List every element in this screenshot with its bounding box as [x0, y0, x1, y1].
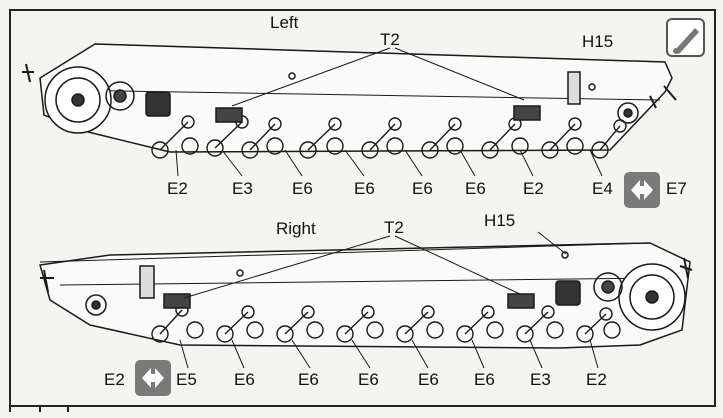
left-part-label: E6: [412, 179, 433, 198]
left-leader-lines: [175, 47, 603, 177]
right-part-label: E2: [586, 370, 607, 389]
right-hull-drawing: [39, 242, 693, 349]
left-part-label: E6: [292, 179, 313, 198]
left-part-label: E2: [167, 179, 188, 198]
left-t2-label: T2: [380, 30, 400, 49]
left-part-label: E6: [465, 179, 486, 198]
right-side-label: Right: [276, 219, 316, 238]
right-part-label: E6: [298, 370, 319, 389]
right-t2-label: T2: [384, 218, 404, 237]
left-h15-label: H15: [582, 32, 614, 51]
left-hull-drawing: [22, 43, 677, 159]
right-part-label: E6: [418, 370, 439, 389]
right-part-label: E6: [234, 370, 255, 389]
right-part-label: E6: [474, 370, 495, 389]
left-side-label: Left: [270, 13, 299, 32]
swap-arrows-icon: [135, 360, 171, 396]
left-part-label: E6: [354, 179, 375, 198]
right-part-label: E6: [358, 370, 379, 389]
right-part-label: E5: [176, 370, 197, 389]
right-leader-lines: [179, 231, 599, 369]
right-part-label: E2: [104, 370, 125, 389]
right-h15-label: H15: [484, 211, 516, 230]
left-part-label: E3: [232, 179, 253, 198]
frame-border: [9, 9, 716, 407]
frame-notch: [9, 406, 69, 412]
left-part-label: E4: [592, 179, 613, 198]
glue-icon: [666, 18, 705, 57]
swap-arrows-icon: [624, 172, 660, 208]
right-part-label: E3: [530, 370, 551, 389]
left-part-label: E2: [523, 179, 544, 198]
left-part-label: E7: [666, 179, 687, 198]
